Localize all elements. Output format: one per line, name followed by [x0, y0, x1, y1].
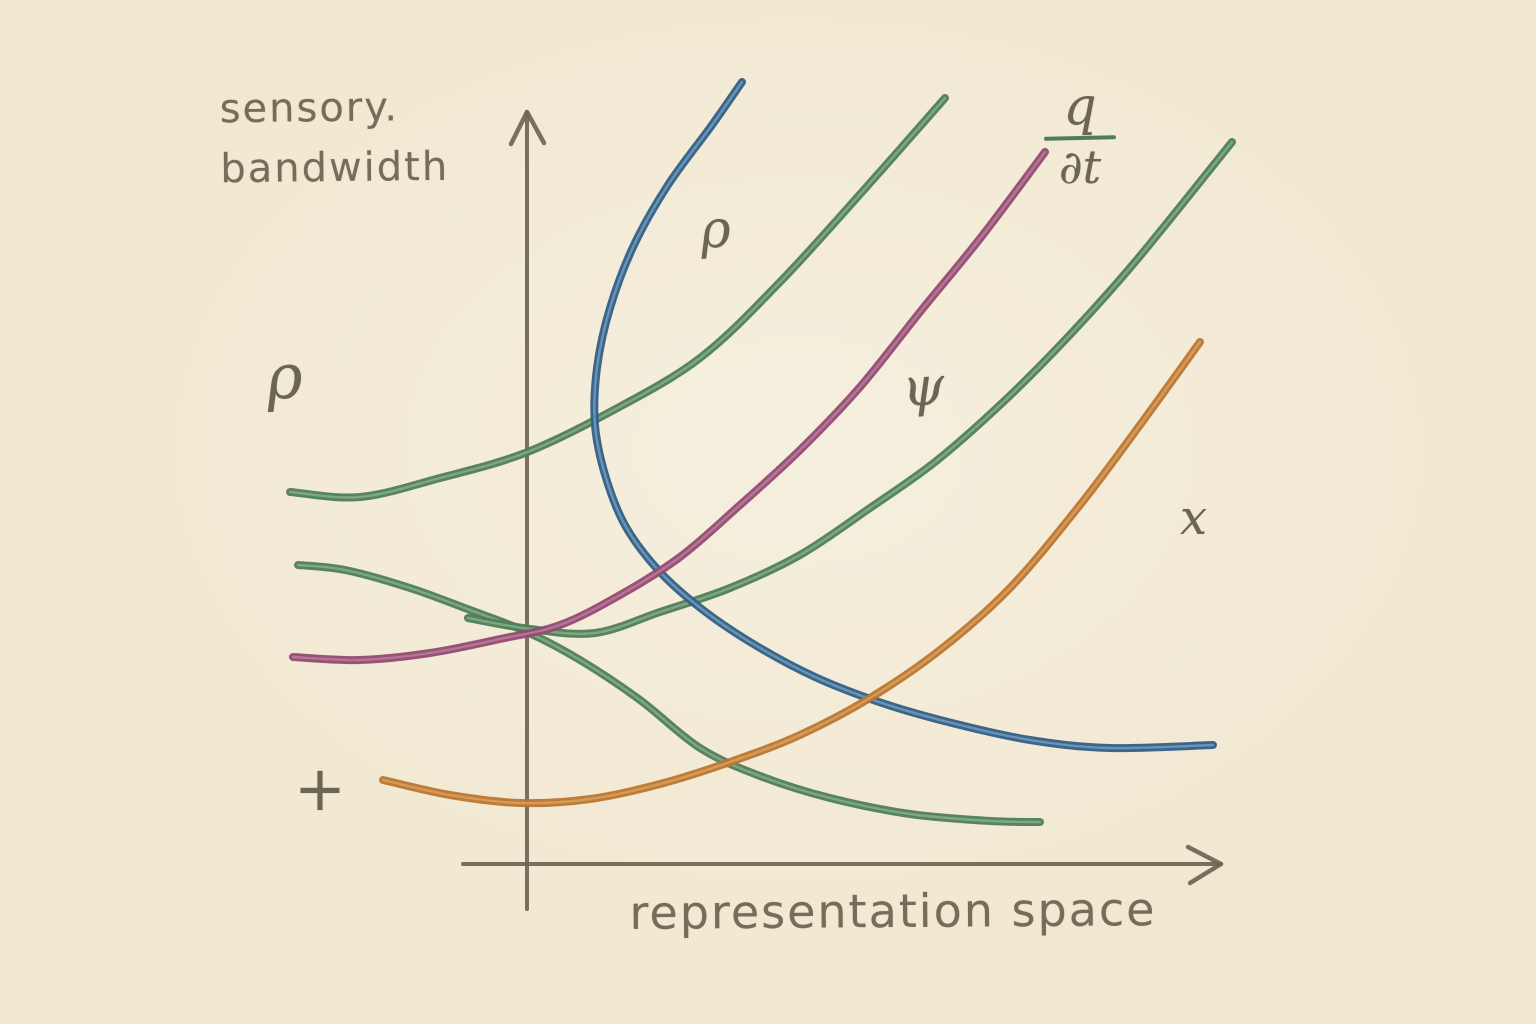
- green-falling-curve-highlight: [296, 563, 1042, 824]
- curve-label-rho-upper: ρ: [697, 199, 733, 261]
- blue-c-curve-curve-highlight: [593, 80, 1215, 750]
- curve-label-dq-dt: q ∂t: [1040, 77, 1120, 194]
- green-rising-upper-curve-highlight: [288, 96, 947, 499]
- curve-label-x: x: [1180, 490, 1208, 546]
- fraction-numerator: q: [1063, 77, 1097, 137]
- y-axis-label-line2: bandwidth: [220, 143, 450, 193]
- y-axis-label: sensory. bandwidth: [219, 77, 449, 199]
- x-axis-arrowhead: [1185, 844, 1224, 886]
- curve-label-plus: +: [294, 752, 346, 825]
- orange-x-curve-curve: [379, 338, 1204, 808]
- orange-x-curve-curve-highlight: [381, 340, 1202, 805]
- curve-label-psi: ψ: [900, 353, 946, 420]
- y-axis-label-line1: sensory.: [219, 84, 400, 133]
- green-psi-curve-curve-highlight: [466, 140, 1234, 636]
- x-axis-label: representation space: [629, 882, 1157, 940]
- curve-label-rho-left: ρ: [263, 338, 305, 415]
- purple-dq-dt-curve-curve-highlight: [291, 150, 1047, 662]
- fraction-bar: [1043, 135, 1117, 141]
- green-psi-curve-curve: [464, 138, 1236, 638]
- y-axis-arrowhead: [508, 109, 547, 147]
- fraction-denominator: ∂t: [1058, 139, 1102, 194]
